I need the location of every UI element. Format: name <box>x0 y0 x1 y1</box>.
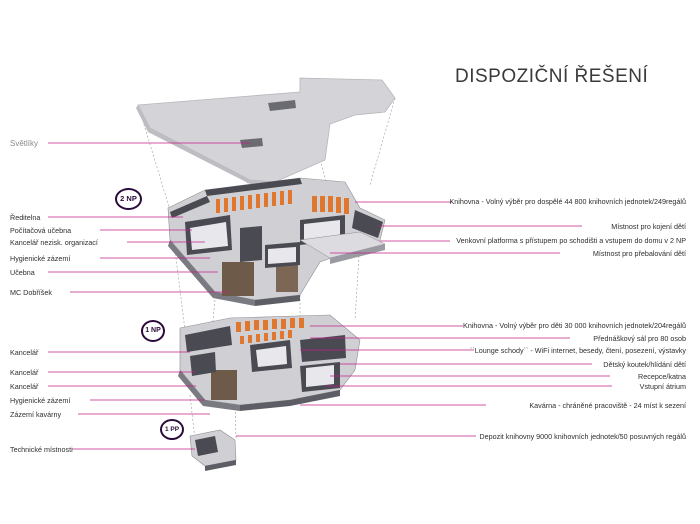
label-cafe-backroom: Zázemí kavárny <box>10 410 62 419</box>
mc-dobrisek-block <box>222 262 254 296</box>
outdoor-platform <box>299 231 386 264</box>
label-library-children: Knihovna - Volný výběr pro děti 30 000 k… <box>463 321 686 330</box>
floor-badge-1np: 1 NP <box>141 320 165 342</box>
label-mc-dobrisek: MC Dobříšek <box>10 288 52 297</box>
roof-slab <box>136 77 396 186</box>
label-hygiene-2np: Hygienické zázemí <box>10 254 71 263</box>
label-classroom: Učebna <box>10 268 35 277</box>
label-office-1: Kancelář <box>10 348 39 357</box>
floor-badge-1pp: 1 PP <box>160 419 184 440</box>
label-ngo-office: Kancelář nezisk. organizací <box>10 238 98 247</box>
page-title: DISPOZIČNÍ ŘEŠENÍ <box>455 66 649 87</box>
floor-2np <box>167 177 386 306</box>
label-depository: Depozit knihovny 9000 knihovních jednote… <box>479 432 686 441</box>
label-nursing-room: Místnost pro kojení dětí <box>611 222 686 231</box>
label-hygiene-1np: Hygienické zázemí <box>10 396 71 405</box>
label-office-3: Kancelář <box>10 382 39 391</box>
floor-1pp <box>189 429 237 471</box>
label-kids-corner: Dětský koutek/hlídání dětí <box>603 360 686 369</box>
floor-badge-2np: 2 NP <box>115 188 142 210</box>
label-entrance-atrium: Vstupní átrium <box>639 382 686 391</box>
leader-lines <box>48 142 612 450</box>
label-lounge-stairs: ``Lounge schody`` - WiFi internet, besed… <box>470 346 686 355</box>
label-skylights: Světlíky <box>10 139 39 148</box>
label-changing-room: Místnost pro přebalování dětí <box>592 249 686 258</box>
label-director: Ředitelna <box>10 213 41 222</box>
label-technical: Technické místnosti <box>10 445 73 454</box>
skylight-1 <box>268 100 296 111</box>
label-lecture-hall: Přednáškový sál pro 80 osob <box>593 334 686 343</box>
label-library-adult: Knihovna - Volný výběr pro dospělé 44 80… <box>449 197 686 206</box>
label-reception: Recepce/katna <box>638 372 686 381</box>
label-computer-room: Počítačová učebna <box>10 226 72 235</box>
label-outdoor-platform: Venkovní platforma s přístupem po schodi… <box>456 236 686 245</box>
label-office-2: Kancelář <box>10 368 39 377</box>
label-cafe: Kavárna - chráněné pracoviště - 24 míst … <box>529 401 686 410</box>
floor-1np <box>178 314 361 411</box>
skylight-2 <box>240 138 263 148</box>
